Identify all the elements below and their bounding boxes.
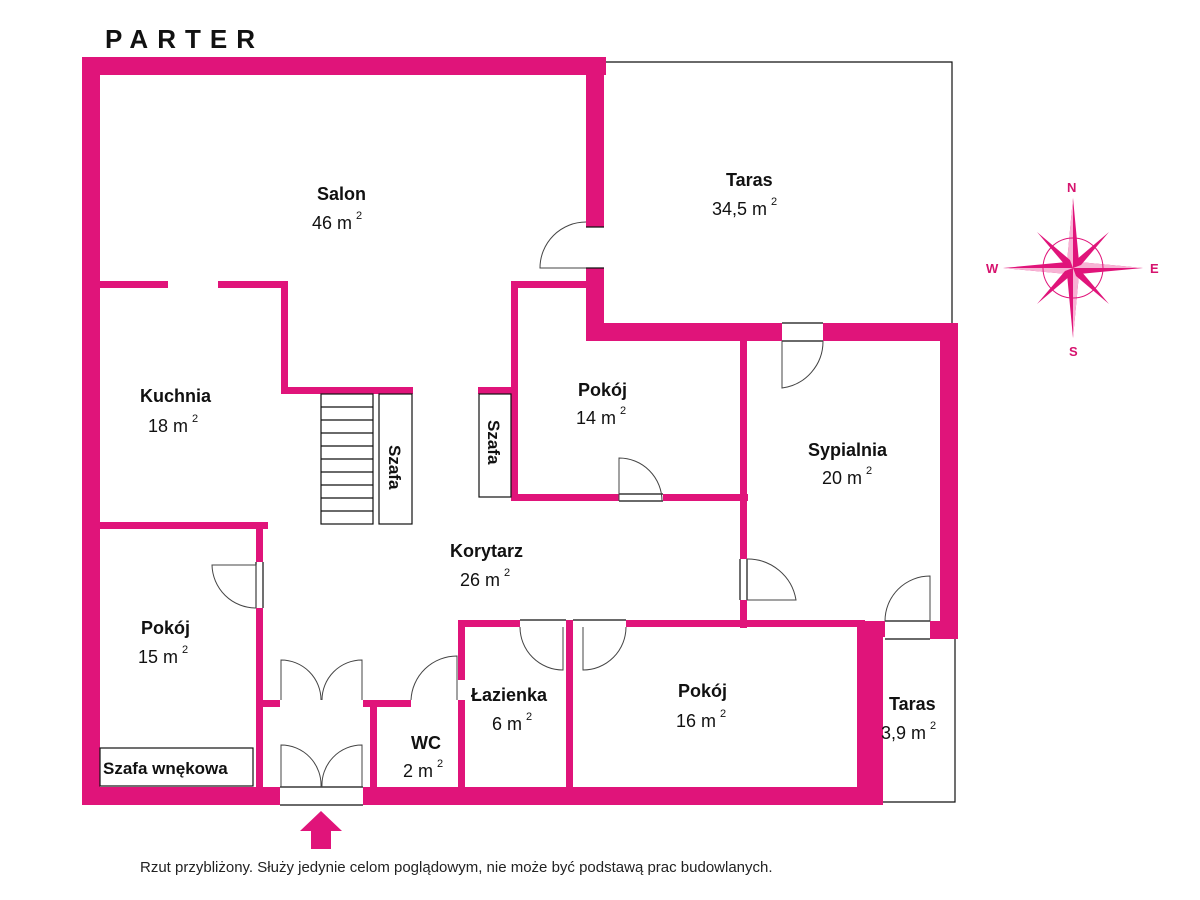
wardrobe-room14	[478, 393, 512, 498]
terrace-outlines	[603, 61, 956, 803]
room-name-sypialnia: Sypialnia	[808, 440, 888, 460]
wardrobes	[99, 393, 512, 787]
wardrobe-built-in	[99, 747, 254, 787]
entrance-arrow-icon	[300, 811, 342, 849]
room-name-pokoj14: Pokój	[578, 380, 627, 400]
compass-rose-icon	[1003, 198, 1143, 338]
wardrobe-stairs	[378, 393, 413, 525]
thin-partitions	[255, 226, 930, 806]
room-name-wc: WC	[411, 733, 441, 753]
disclaimer-note: Rzut przybliżony. Służy jedynie celom po…	[140, 859, 773, 876]
wardrobe-stairs-label: Szafa	[385, 445, 404, 490]
wardrobe-built-in-label: Szafa wnękowa	[103, 759, 228, 778]
room-name-taras-small: Taras	[889, 694, 936, 714]
room-name-kuchnia: Kuchnia	[140, 386, 212, 406]
compass-north-label: N	[1067, 180, 1076, 195]
doors	[211, 221, 931, 788]
room-name-pokoj16: Pokój	[678, 681, 727, 701]
floor-title: PARTER	[105, 24, 264, 54]
compass-west-label: W	[986, 261, 999, 276]
room-name-lazienka: Łazienka	[471, 685, 548, 705]
room-name-salon: Salon	[317, 184, 366, 204]
wardrobe-room14-label: Szafa	[484, 420, 503, 465]
staircase	[320, 393, 374, 525]
room-name-korytarz: Korytarz	[450, 541, 523, 561]
room-name-taras-big: Taras	[726, 170, 773, 190]
room-name-pokoj15: Pokój	[141, 618, 190, 638]
walls	[82, 57, 958, 805]
compass-east-label: E	[1150, 261, 1159, 276]
compass-south-label: S	[1069, 344, 1078, 359]
